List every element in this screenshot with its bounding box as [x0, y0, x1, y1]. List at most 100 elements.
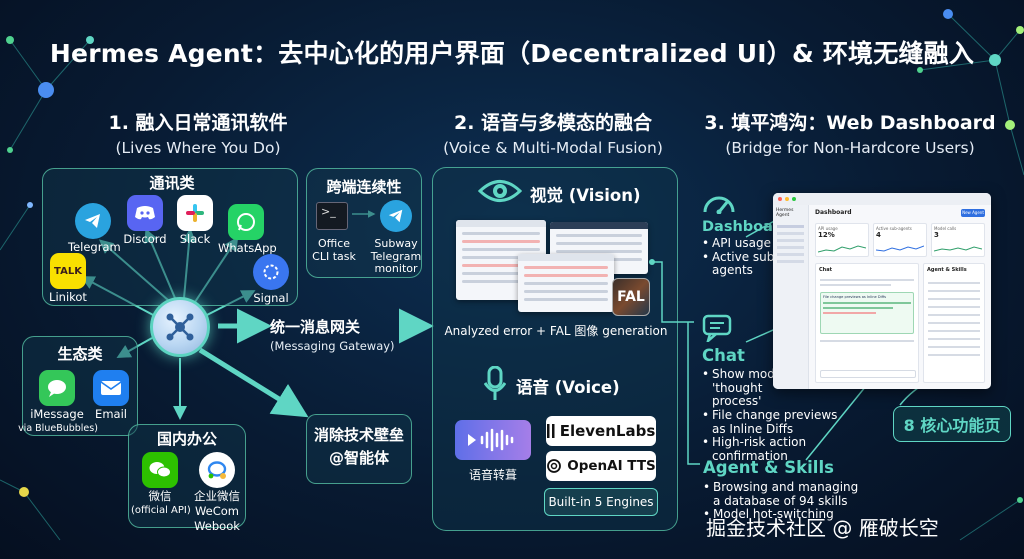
stat-label: API usage [818, 226, 838, 231]
mockup-stat: Model calls 3 [931, 223, 985, 257]
feature-item: Active sub-agents [702, 250, 780, 278]
section3-title: 3. 填平鸿沟：Web Dashboard [704, 112, 996, 134]
feature-dashboard: Dashboard API usage Active sub-agents [702, 219, 790, 278]
wecom-icon [199, 452, 235, 488]
mockup-sidebar: Hermes Agent [773, 205, 809, 389]
china-office-title: 国内办公 [156, 430, 217, 448]
app-telegram[interactable]: Telegram [68, 203, 121, 254]
slack-icon [177, 195, 213, 231]
app-label-note: (official API) [131, 504, 191, 516]
mockup-stat: API usage 12% [815, 223, 869, 257]
feature-chat: Chat Show model 'thought process' File c… [702, 346, 882, 464]
vision-label: 视觉 (Vision) [530, 186, 641, 205]
mockup-stat: Active sub-agents 4 [873, 223, 927, 257]
app-signal[interactable]: Signal [248, 254, 294, 305]
stat-label: Model calls [934, 226, 957, 231]
terminal-icon: >_ [316, 202, 348, 230]
network-hub-icon [166, 313, 194, 341]
feature-item: API usage [702, 236, 780, 251]
mockup-page-title: Dashboard [815, 209, 852, 216]
section1-subtitle: (Lives Where You Do) [115, 139, 281, 157]
im-apps-title: 通讯类 [149, 174, 195, 192]
app-label: Email [95, 407, 127, 421]
stat-value: 12% [818, 231, 835, 239]
stat-label: Active sub-agents [876, 226, 912, 231]
mockup-chat-title: Chat [819, 267, 832, 273]
feature-item: Model hot-switching [703, 508, 863, 522]
core-pages-badge: 8 核心功能页 [893, 406, 1011, 442]
speech-to-text-icon [455, 420, 531, 460]
engine-label: OpenAI TTS [567, 458, 656, 474]
imessage-note: via BlueBubbles) [18, 423, 98, 434]
fal-icon: FAL [612, 278, 650, 316]
app-label-note: Webook [194, 518, 240, 533]
app-label: iMessage [30, 407, 84, 421]
app-wechat[interactable]: 微信 (official API) [131, 452, 191, 516]
discord-icon [127, 195, 163, 231]
section2-heading: 2. 语音与多模态的融合 (Voice & Multi-Modal Fusion… [428, 108, 678, 157]
feature-item: Browsing and managing a database of 94 s… [703, 480, 863, 508]
app-email[interactable]: Email [88, 370, 134, 421]
feature-agent-skills: Agent & Skills Browsing and managing a d… [703, 458, 863, 522]
feature-item: High-risk action confirmation [702, 435, 882, 463]
app-label: WhatsApp [218, 241, 277, 255]
app-kakaotalk[interactable]: TALK Linikot [46, 253, 90, 304]
mockup-new-button: New Agent [961, 209, 985, 217]
section2-title: 2. 语音与多模态的融合 [453, 112, 653, 134]
feature-item: File change previews as Inline Diffs [702, 408, 852, 436]
mail-icon [93, 370, 129, 406]
elevenlabs-icon [546, 424, 555, 438]
chat-icon [702, 314, 732, 346]
stt-caption: 语音转葺 [468, 468, 517, 482]
screenshot-thumbnail [518, 254, 614, 312]
section1-title: 1. 融入日常通讯软件 [108, 112, 288, 134]
gateway-hub [150, 297, 210, 357]
openai-icon [547, 459, 562, 473]
app-label: Slack [179, 232, 211, 246]
cross-device-to: Subway Telegram monitor [370, 237, 422, 276]
messaging-gateway: 统一消息网关 (Messaging Gateway) [270, 316, 395, 353]
engine-elevenlabs: ElevenLabs [546, 416, 656, 446]
whatsapp-icon [228, 204, 264, 240]
gateway-title: 统一消息网关 [270, 318, 361, 336]
app-label: 微信 [148, 489, 172, 503]
imessage-icon [39, 370, 75, 406]
app-discord[interactable]: Discord [120, 195, 170, 246]
mockup-diff-title: File change previews as Inline Diffs [823, 295, 887, 299]
app-slack[interactable]: Slack [170, 195, 220, 246]
engine-label: ElevenLabs [559, 422, 656, 440]
gateway-subtitle: (Messaging Gateway) [270, 339, 395, 353]
stat-value: 4 [876, 231, 881, 239]
app-label: 企业微信 [194, 489, 240, 503]
section3-heading: 3. 填平鸿沟：Web Dashboard (Bridge for Non-Ha… [694, 108, 1006, 157]
voice-label: 语音 (Voice) [516, 378, 620, 397]
app-imessage[interactable]: iMessage [26, 370, 88, 421]
app-label: Signal [253, 291, 289, 305]
mockup-skills-title: Agent & Skills [927, 267, 967, 273]
microphone-icon [483, 365, 507, 406]
kakaotalk-icon: TALK [50, 253, 86, 289]
gauge-icon [702, 190, 736, 218]
mockup-diff: File change previews as Inline Diffs [820, 292, 914, 334]
feature-title: Dashboard [702, 219, 791, 235]
app-label: Discord [123, 232, 167, 246]
section1-heading: 1. 融入日常通讯软件 (Lives Where You Do) [90, 108, 306, 157]
vision-caption: Analyzed error + FAL 图像 generation [444, 324, 668, 338]
signal-icon [253, 254, 289, 290]
app-wecom[interactable]: 企业微信 WeCom Webook [190, 452, 244, 533]
watermark: 掘金技术社区 @ 雁破长空 [706, 516, 939, 540]
engines-badge: Built-in 5 Engines [544, 488, 658, 516]
app-label: Telegram [68, 240, 121, 254]
app-whatsapp[interactable]: WhatsApp [218, 204, 277, 255]
mockup-skills-panel: Agent & Skills [923, 263, 985, 383]
dashboard-mockup: Hermes Agent Dashboard New Agent API usa… [773, 193, 991, 389]
agent-line1: 消除技术壁垒 [313, 426, 404, 444]
cross-device-title: 跨端连续性 [326, 178, 402, 196]
window-titlebar [773, 193, 991, 205]
feature-item: Show model 'thought process' [702, 367, 814, 409]
section2-subtitle: (Voice & Multi-Modal Fusion) [443, 139, 663, 157]
agent-box: 消除技术壁垒 @智能体 [306, 414, 412, 484]
feature-title: Chat [702, 346, 745, 365]
mockup-chat-panel: Chat File change previews as Inline Diff… [815, 263, 919, 383]
